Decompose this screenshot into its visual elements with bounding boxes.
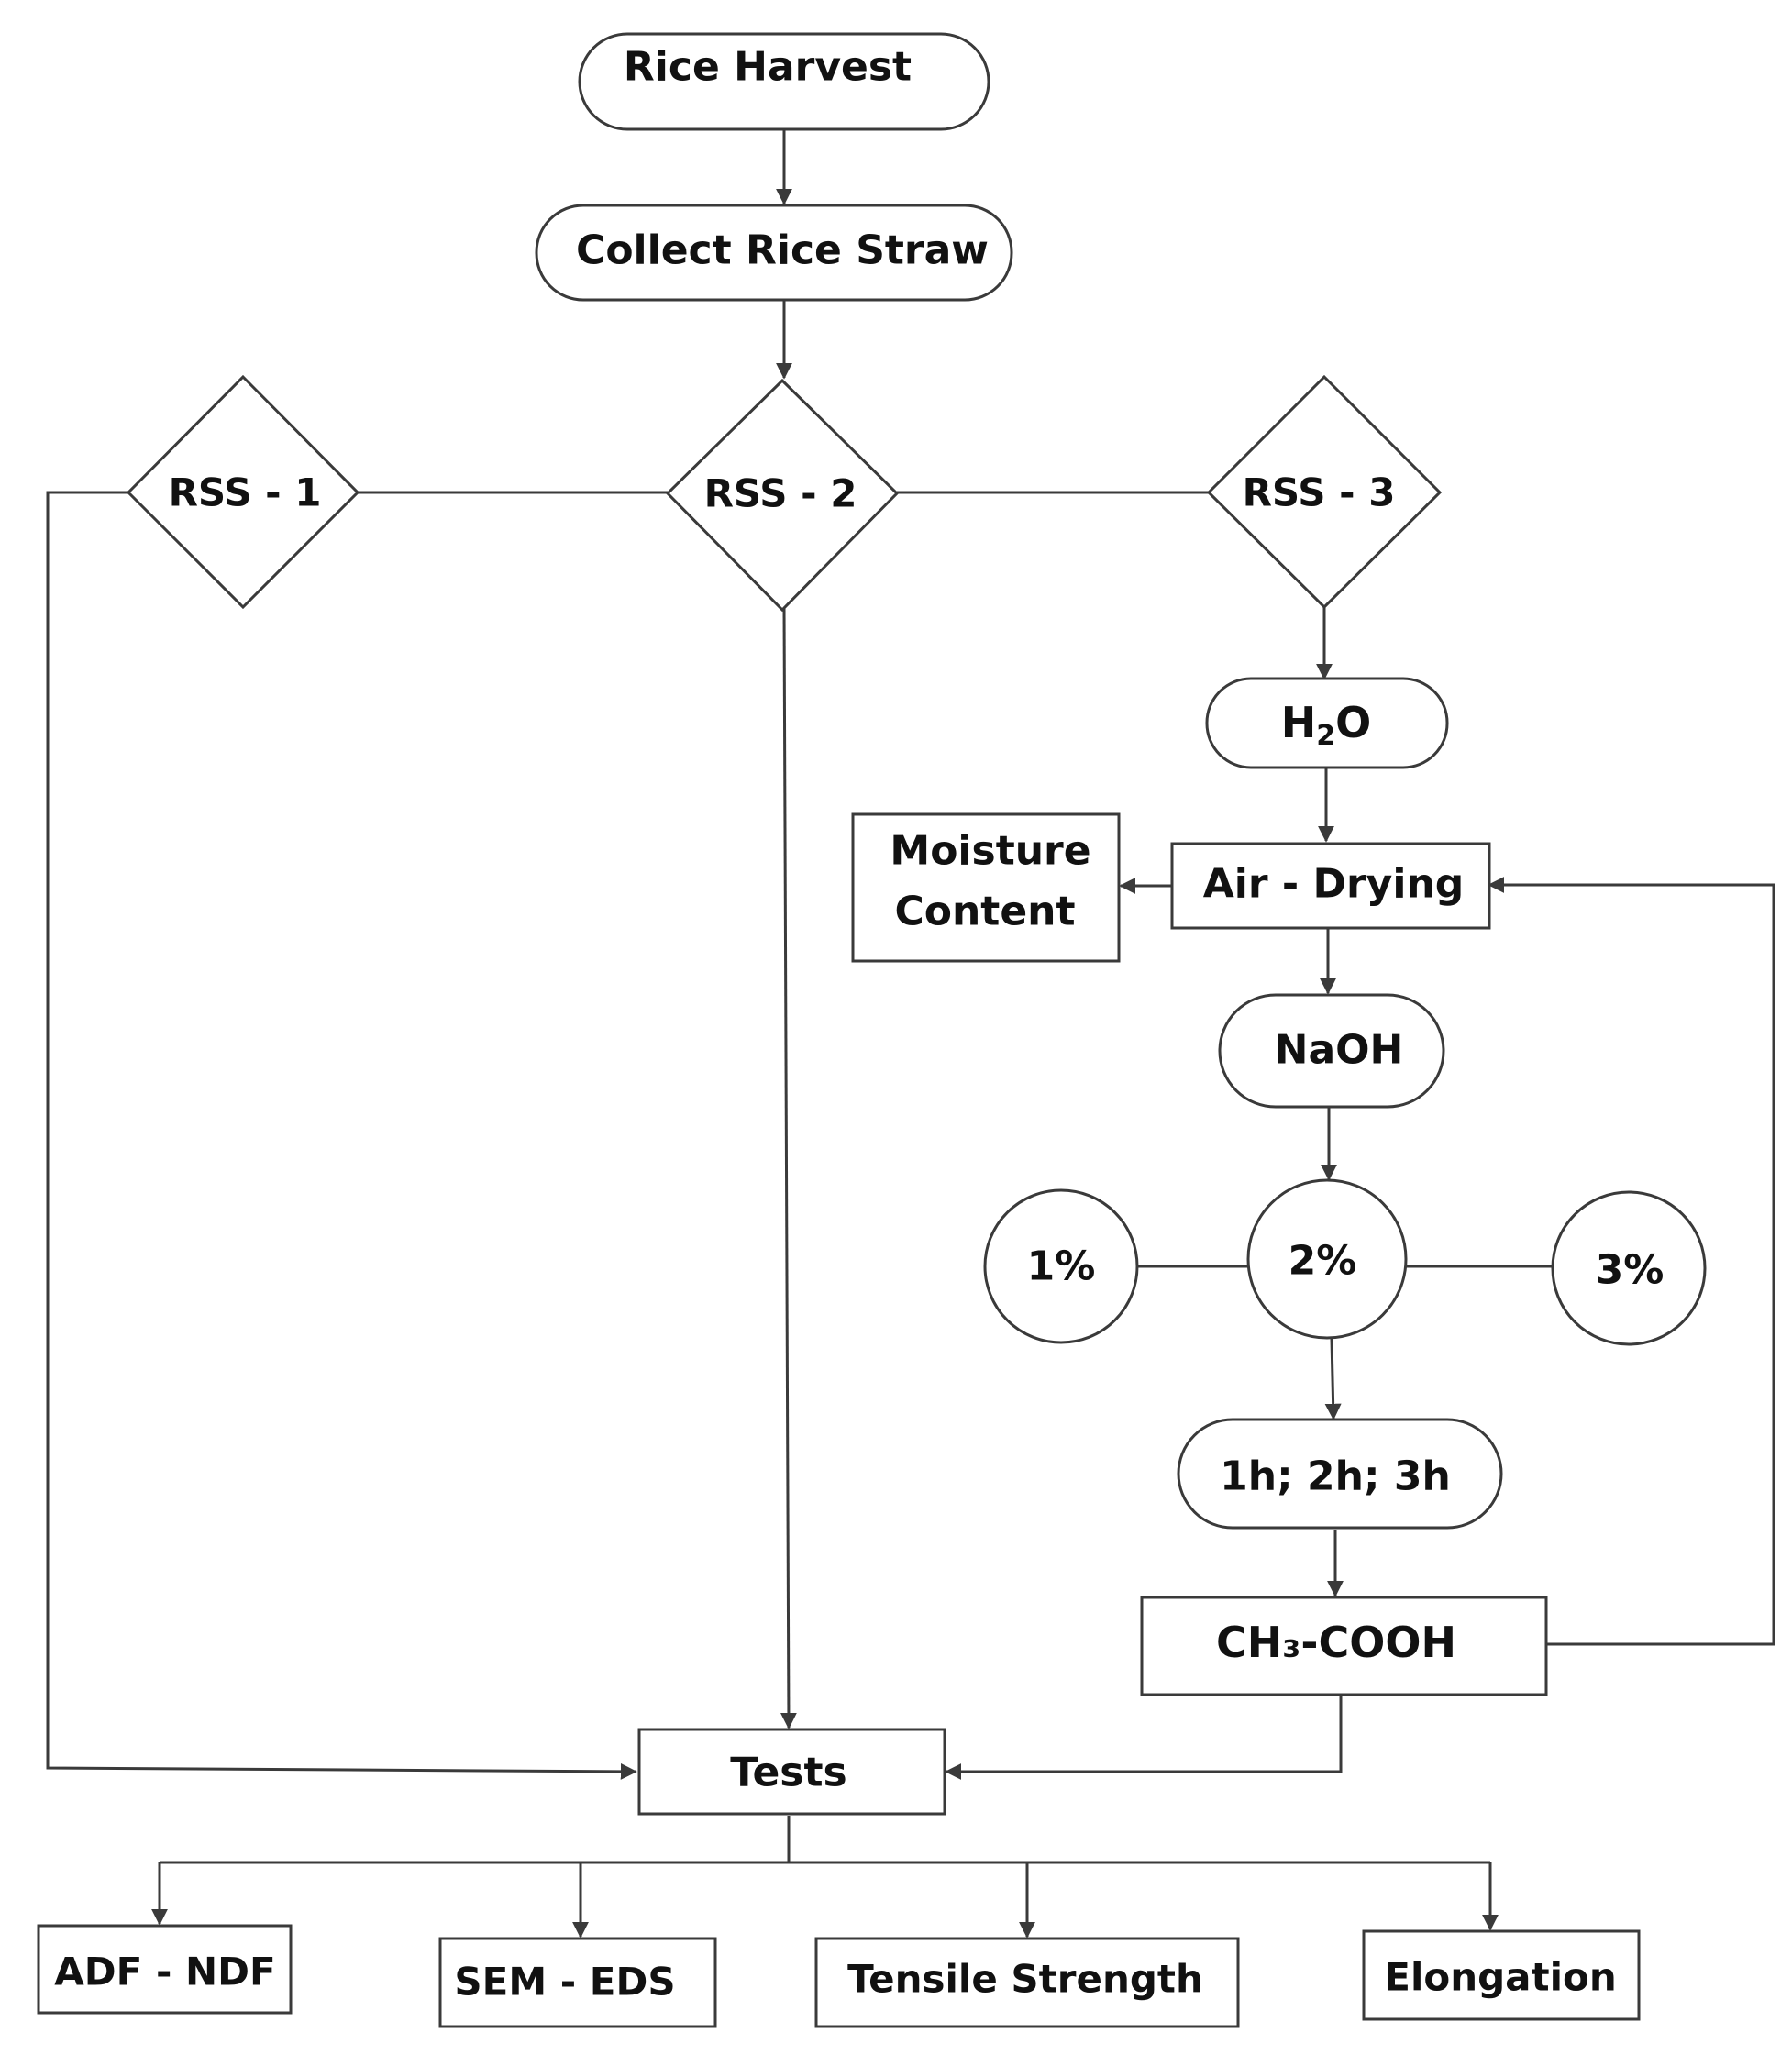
rss2-label: RSS - 2 <box>704 471 857 516</box>
rice-harvest-label: Rice Harvest <box>624 44 912 91</box>
moisture-content-line2: Content <box>894 889 1075 935</box>
node-rss3: RSS - 3 <box>1206 374 1443 610</box>
moisture-content-line1: Moisture <box>890 828 1090 875</box>
node-collect-rice-straw: Collect Rice Straw <box>535 204 1013 302</box>
durations-label: 1h; 2h; 3h <box>1220 1453 1451 1500</box>
tests-label: Tests <box>730 1750 846 1796</box>
rss1-label: RSS - 1 <box>169 470 322 515</box>
node-rice-harvest: Rice Harvest <box>578 32 990 131</box>
node-tests: Tests <box>637 1728 946 1816</box>
water-main: H <box>1281 698 1317 747</box>
conc-1pct-label: 1% <box>1027 1243 1096 1290</box>
arrow-rss1-to-tests <box>46 491 637 1780</box>
collect-rice-straw-label: Collect Rice Straw <box>576 227 989 274</box>
arrow-acetic-to-tests <box>945 1695 1343 1780</box>
water-tail: O <box>1335 698 1371 747</box>
node-rss2: RSS - 2 <box>665 378 900 613</box>
arrow-acetic-to-airdrying <box>1488 877 1775 1646</box>
node-air-drying: Air - Drying <box>1170 842 1491 930</box>
conc-2pct-label: 2% <box>1289 1238 1357 1285</box>
acetic-acid-label: CH₃-COOH <box>1216 1618 1456 1667</box>
node-rss1: RSS - 1 <box>126 374 360 610</box>
node-moisture-content: Moisture Content <box>851 812 1121 963</box>
node-sem-eds: SEM - EDS <box>438 1937 717 2028</box>
node-elongation: Elongation <box>1362 1929 1641 2021</box>
node-adf-ndf: ADF - NDF <box>37 1924 293 2015</box>
arrow-2pct-to-durations <box>1324 1338 1342 1420</box>
connectors <box>46 130 1775 1939</box>
node-durations: 1h; 2h; 3h <box>1177 1418 1503 1530</box>
rss3-label: RSS - 3 <box>1243 470 1396 515</box>
conc-3pct-label: 3% <box>1596 1247 1665 1294</box>
node-naoh: NaOH <box>1218 993 1445 1109</box>
arrow-rss2-to-tests <box>780 606 797 1729</box>
air-drying-label: Air - Drying <box>1203 861 1465 908</box>
tensile-strength-label: Tensile Strength <box>847 1957 1203 2002</box>
node-tensile-strength: Tensile Strength <box>814 1937 1240 2028</box>
adf-ndf-label: ADF - NDF <box>54 1950 275 1994</box>
water-label: H2O <box>1281 698 1371 752</box>
water-subscript: 2 <box>1316 720 1335 752</box>
node-conc-1pct: 1% <box>983 1188 1139 1344</box>
node-conc-2pct: 2% <box>1246 1178 1408 1340</box>
node-acetic-acid: CH₃-COOH <box>1140 1596 1548 1696</box>
sem-eds-label: SEM - EDS <box>454 1960 675 2005</box>
node-water: H2O <box>1205 677 1449 769</box>
node-conc-3pct: 3% <box>1551 1190 1707 1346</box>
elongation-label: Elongation <box>1384 1955 1616 2000</box>
naoh-label: NaOH <box>1275 1027 1404 1074</box>
